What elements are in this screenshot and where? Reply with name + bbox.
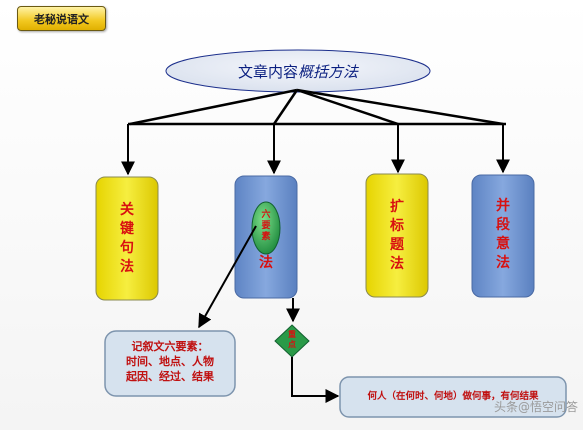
- method-box-1: [95, 176, 159, 301]
- connector-line: [129, 88, 298, 126]
- watermark: 头条@悟空问答: [494, 400, 579, 414]
- right-box: [339, 376, 567, 418]
- diagram-title: 文章内容概括方法: [166, 50, 430, 92]
- method-label-1: 关 键 句 法: [120, 202, 134, 275]
- left-box: [104, 330, 236, 397]
- method-box-4: [471, 174, 535, 298]
- method-box-3: [365, 173, 429, 298]
- left-box-text: 记叙文六要素： 时间、地点、人物 起因、经过、结果: [126, 340, 214, 383]
- method-label-2-bottom: 法: [259, 255, 273, 271]
- method-label-4: 并 段 意 法: [496, 198, 510, 271]
- method-label-3: 扩 标 题 法: [390, 199, 404, 272]
- arrow-to-right-box: [291, 357, 340, 403]
- method-label-2-top: 六 要 素: [261, 210, 271, 242]
- diamond-label: 重 点: [288, 330, 296, 349]
- arrow-to-left-box: [198, 225, 257, 329]
- right-box-text: 何人（在何时、何地）做何事，有何结果: [367, 391, 539, 402]
- tag-label: 老秘说语文: [17, 6, 106, 31]
- title-italic: 概括方法: [298, 62, 359, 81]
- connector-line: [296, 88, 504, 126]
- connector-line: [296, 88, 399, 126]
- title-ellipse: [165, 49, 431, 93]
- six-elements-ellipse: [251, 201, 281, 255]
- connector-line: [272, 89, 299, 125]
- title-main: 文章内容: [237, 62, 298, 81]
